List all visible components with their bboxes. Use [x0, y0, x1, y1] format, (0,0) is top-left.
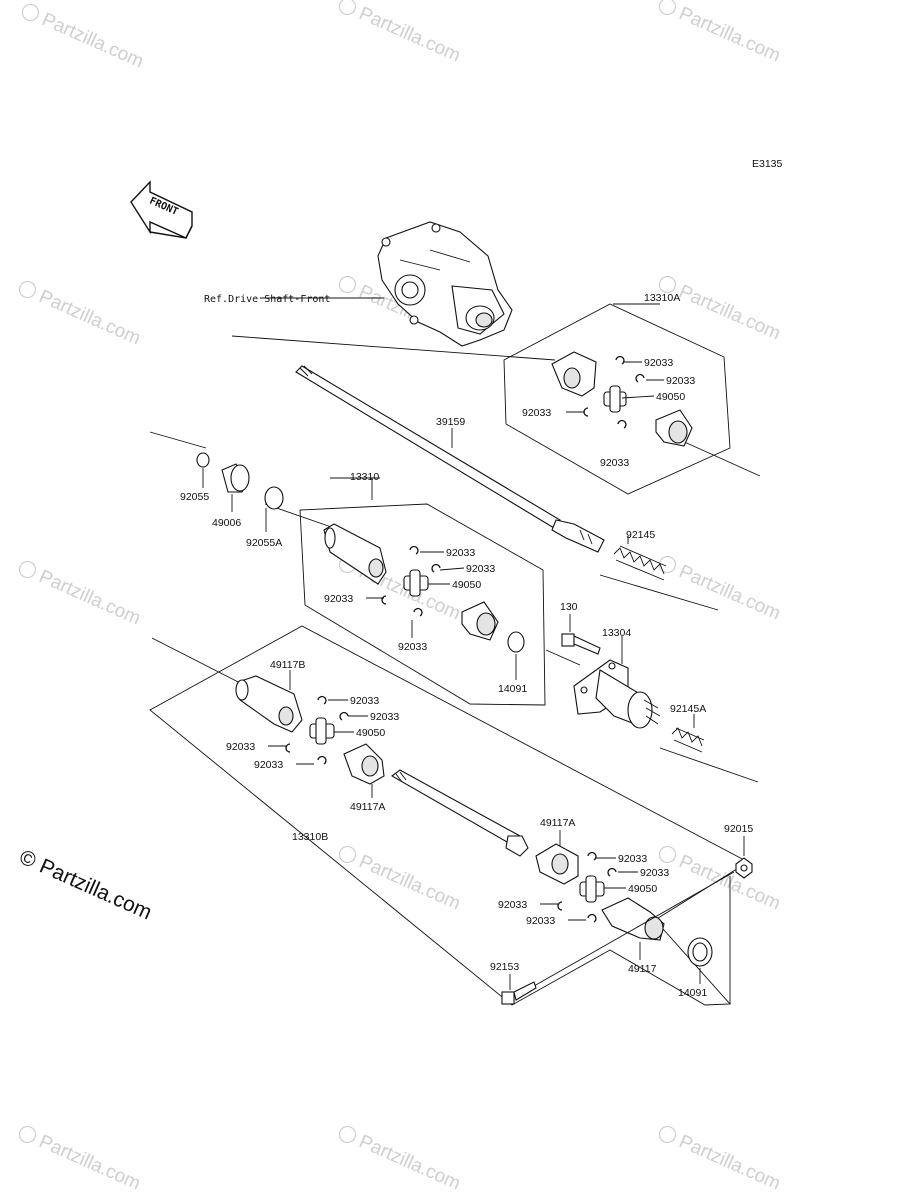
drive-shaft: [295, 365, 605, 553]
watermark-text: Partzilla.com: [39, 9, 147, 72]
o-ring: [264, 486, 284, 510]
reference-label: Ref.Drive Shaft-Front: [204, 294, 330, 305]
part-label-92055A: 92055A: [246, 537, 282, 549]
part-label-14091: 14091: [678, 987, 707, 999]
universal-joint-assembly: [551, 351, 693, 447]
part-label-92033: 92033: [522, 407, 551, 419]
drive-shaft: [391, 769, 529, 857]
part-label-13310B: 13310B: [292, 831, 328, 843]
part-label-49117B: 49117B: [270, 659, 305, 671]
part-label-49117A: 49117A: [540, 817, 575, 829]
front-arrow-icon: FRONT: [130, 180, 193, 239]
part-label-49117: 49117: [628, 963, 657, 975]
watermark-text: Partzilla.com: [356, 1131, 464, 1194]
part-label-92033: 92033: [640, 867, 669, 879]
universal-joint-assembly: [323, 523, 525, 653]
watermark-text: Partzilla.com: [676, 561, 784, 624]
part-label-92033: 92033: [446, 547, 475, 559]
part-label-92145: 92145: [626, 529, 655, 541]
watermark-text: Partzilla.com: [36, 286, 144, 349]
universal-joint-assembly: [535, 843, 665, 941]
part-label-92033: 92033: [618, 853, 647, 865]
part-label-49050: 49050: [452, 579, 481, 591]
part-label-92055: 92055: [180, 491, 209, 503]
part-label-92153: 92153: [490, 961, 519, 973]
part-label-92033: 92033: [226, 741, 255, 753]
bolt: [561, 633, 601, 655]
part-label-92033: 92033: [398, 641, 427, 653]
group-box-13310: [299, 503, 546, 706]
nut: [735, 857, 753, 879]
boot: [221, 463, 250, 493]
part-label-49050: 49050: [656, 391, 685, 403]
brand-watermark: © Partzilla.com: [16, 846, 155, 925]
diagram-code: E3135: [752, 158, 783, 170]
part-label-39159: 39159: [436, 416, 465, 428]
spring: [613, 545, 667, 581]
watermark-text: Partzilla.com: [676, 1131, 784, 1194]
part-label-49006: 49006: [212, 517, 241, 529]
part-label-49117A: 49117A: [350, 801, 385, 813]
watermark-layer: Partzilla.com Partzilla.com Partzilla.co…: [18, 0, 784, 1194]
watermark-text: Partzilla.com: [676, 281, 784, 344]
group-box-13310A: [503, 303, 731, 495]
part-label-92033: 92033: [370, 711, 399, 723]
part-label-92033: 92033: [254, 759, 283, 771]
part-label-14091: 14091: [498, 683, 527, 695]
part-label-92033: 92033: [600, 457, 629, 469]
part-label-130: 130: [560, 601, 578, 613]
watermark-text: Partzilla.com: [676, 3, 784, 66]
part-label-49050: 49050: [628, 883, 657, 895]
gear-case: [377, 221, 513, 347]
part-label-92033: 92033: [350, 695, 379, 707]
part-label-92033: 92033: [498, 899, 527, 911]
watermark-text: Partzilla.com: [356, 3, 464, 66]
part-label-92015: 92015: [724, 823, 753, 835]
watermark-text: Partzilla.com: [36, 1131, 144, 1194]
part-label-13310A: 13310A: [644, 292, 680, 304]
spring: [671, 727, 705, 753]
part-label-49050: 49050: [356, 727, 385, 739]
part-label-92033: 92033: [324, 593, 353, 605]
part-label-92033: 92033: [666, 375, 695, 387]
part-label-13304: 13304: [602, 627, 631, 639]
bolt: [501, 981, 537, 1005]
part-label-92145A: 92145A: [670, 703, 706, 715]
housing: [573, 659, 661, 729]
brand-symbol: ©: [16, 846, 40, 874]
part-label-92033: 92033: [644, 357, 673, 369]
part-label-92033: 92033: [466, 563, 495, 575]
part-label-92033: 92033: [526, 915, 555, 927]
brand-text: Partzilla.com: [36, 855, 155, 925]
universal-joint-assembly: [235, 675, 385, 785]
part-label-13310: 13310: [350, 471, 379, 483]
watermark-text: Partzilla.com: [356, 851, 464, 914]
o-ring: [196, 452, 210, 468]
watermark-text: Partzilla.com: [36, 566, 144, 629]
